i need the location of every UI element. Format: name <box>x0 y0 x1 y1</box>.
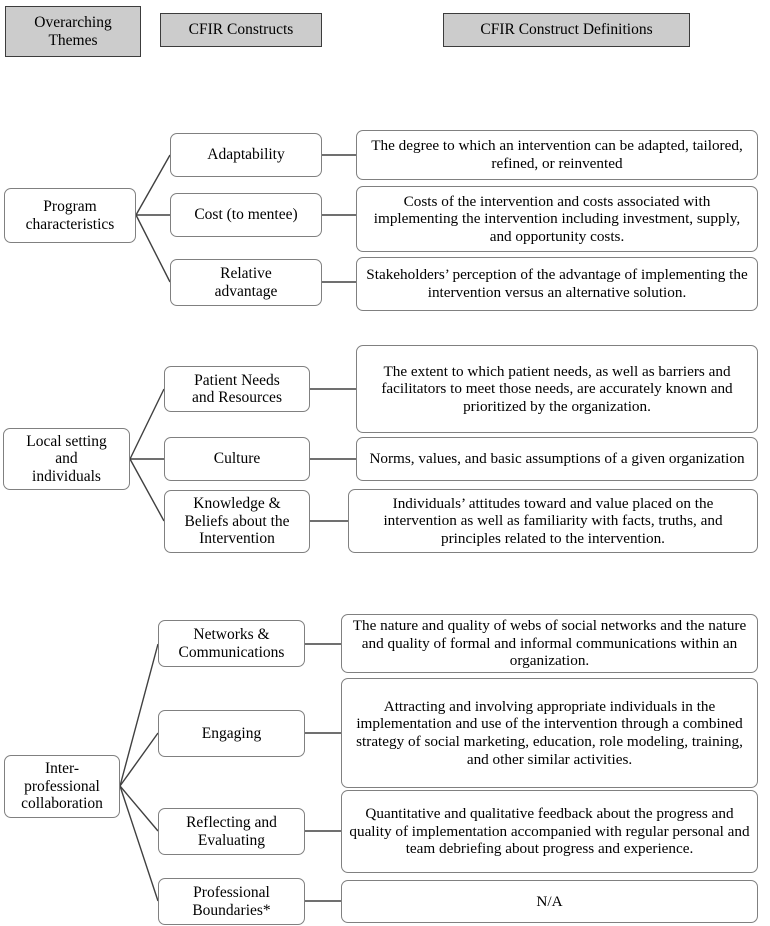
construct-label: Knowledge & Beliefs about the Interventi… <box>184 495 290 548</box>
construct-box-cost-to-mentee[interactable]: Cost (to mentee) <box>170 193 322 237</box>
definition-box-patient-needs-and-resources[interactable]: The extent to which patient needs, as we… <box>356 345 758 433</box>
header-cfir-construct-definitions: CFIR Construct Definitions <box>443 13 690 47</box>
header-cfir-constructs: CFIR Constructs <box>160 13 322 47</box>
definition-text: Individuals’ attitudes toward and value … <box>383 494 723 547</box>
theme-label: Local setting and individuals <box>26 432 107 485</box>
definition-text: Quantitative and qualitative feedback ab… <box>349 805 750 858</box>
construct-box-reflecting-and-evaluating[interactable]: Reflecting and Evaluating <box>158 808 305 855</box>
construct-label: Adaptability <box>207 146 285 164</box>
construct-label: Engaging <box>201 724 262 742</box>
definition-box-knowledge-and-beliefs[interactable]: Individuals’ attitudes toward and value … <box>348 489 758 553</box>
definition-box-engaging[interactable]: Attracting and involving appropriate ind… <box>341 678 758 788</box>
definition-text: Costs of the intervention and costs asso… <box>373 192 741 245</box>
construct-label: Culture <box>213 450 261 468</box>
definition-text: Stakeholders’ perception of the advantag… <box>366 266 748 301</box>
construct-box-engaging[interactable]: Engaging <box>158 710 305 757</box>
theme-label: Program characteristics <box>25 198 115 233</box>
definition-text: The nature and quality of webs of social… <box>352 617 747 670</box>
construct-box-patient-needs-and-resources[interactable]: Patient Needs and Resources <box>164 366 310 412</box>
definition-text: Norms, values, and basic assumptions of … <box>369 450 745 468</box>
construct-box-culture[interactable]: Culture <box>164 437 310 481</box>
construct-label: Networks & Communications <box>178 626 285 661</box>
header-overarching-themes: Overarching Themes <box>5 6 141 57</box>
definition-box-networks-and-communications[interactable]: The nature and quality of webs of social… <box>341 614 758 673</box>
theme-box-program-characteristics[interactable]: Program characteristics <box>4 188 136 243</box>
definition-box-reflecting-and-evaluating[interactable]: Quantitative and qualitative feedback ab… <box>341 790 758 873</box>
definition-text: The extent to which patient needs, as we… <box>381 362 733 415</box>
definition-box-culture[interactable]: Norms, values, and basic assumptions of … <box>356 437 758 481</box>
theme-box-local-setting-and-individuals[interactable]: Local setting and individuals <box>3 428 130 490</box>
definition-text: The degree to which an intervention can … <box>371 137 743 172</box>
construct-box-relative-advantage[interactable]: Relative advantage <box>170 259 322 306</box>
construct-label: Patient Needs and Resources <box>192 371 282 407</box>
theme-label: Inter- professional collaboration <box>21 760 103 813</box>
definition-box-professional-boundaries[interactable]: N/A <box>341 880 758 923</box>
header-cfir-constructs-label: CFIR Constructs <box>188 21 294 39</box>
theme-box-inter-professional-collaboration[interactable]: Inter- professional collaboration <box>4 755 120 818</box>
construct-label: Professional Boundaries* <box>192 884 271 919</box>
definition-box-adaptability[interactable]: The degree to which an intervention can … <box>356 130 758 180</box>
header-overarching-themes-label: Overarching Themes <box>34 14 112 49</box>
definition-box-cost-to-mentee[interactable]: Costs of the intervention and costs asso… <box>356 186 758 252</box>
construct-label: Cost (to mentee) <box>194 206 298 224</box>
construct-box-knowledge-and-beliefs[interactable]: Knowledge & Beliefs about the Interventi… <box>164 490 310 553</box>
construct-box-networks-and-communications[interactable]: Networks & Communications <box>158 620 305 667</box>
definition-box-relative-advantage[interactable]: Stakeholders’ perception of the advantag… <box>356 257 758 311</box>
construct-label: Relative advantage <box>214 265 278 300</box>
construct-box-adaptability[interactable]: Adaptability <box>170 133 322 177</box>
header-cfir-construct-definitions-label: CFIR Construct Definitions <box>480 21 653 39</box>
construct-box-professional-boundaries[interactable]: Professional Boundaries* <box>158 878 305 925</box>
definition-text: N/A <box>536 892 563 910</box>
construct-label: Reflecting and Evaluating <box>186 814 277 849</box>
definition-text: Attracting and involving appropriate ind… <box>356 697 743 768</box>
